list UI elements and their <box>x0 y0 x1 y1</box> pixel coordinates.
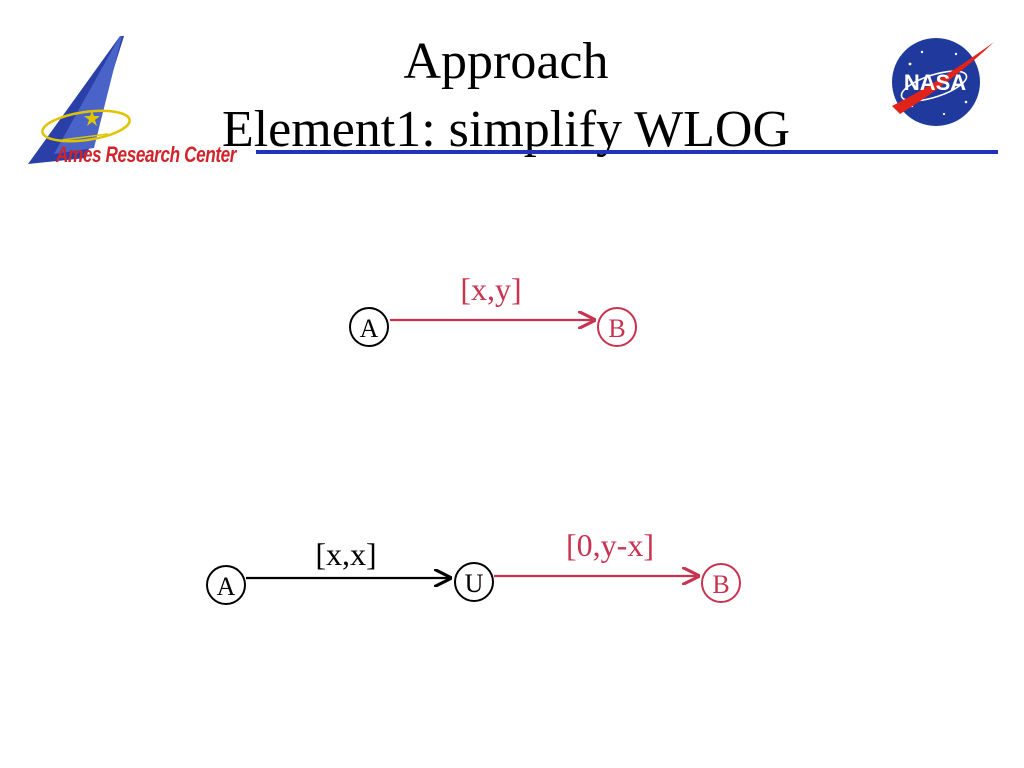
node-label-b-bottom: B <box>712 570 729 599</box>
node-b-bottom: B <box>701 563 741 603</box>
title-rule <box>256 150 998 154</box>
node-b-top: B <box>597 307 637 347</box>
nasa-icon: NASA <box>892 38 994 126</box>
edge-label-a-u: [x,x] <box>315 536 376 572</box>
node-u-bottom: U <box>454 562 494 602</box>
ames-rocket-icon <box>28 36 131 164</box>
node-label-a-top: A <box>360 314 379 343</box>
nasa-meatball-logo: NASA <box>886 36 998 128</box>
node-label-a-bottom: A <box>217 572 236 601</box>
node-a-top: A <box>349 307 389 347</box>
top-graph: [x,y] A B <box>349 271 637 347</box>
node-label-u-bottom: U <box>465 569 484 598</box>
slide-title-line2: Element1: simplify WLOG <box>221 101 791 158</box>
edge-label-a-b: [x,y] <box>460 271 521 307</box>
ames-logo-text: Ames Research Center <box>56 142 237 167</box>
nasa-logo-text: NASA <box>904 70 966 95</box>
edge-label-u-b: [0,y-x] <box>566 527 654 563</box>
node-label-b-top: B <box>608 314 625 343</box>
bottom-graph: [x,x] [0,y-x] A U B <box>206 527 741 605</box>
node-a-bottom: A <box>206 565 246 605</box>
ames-research-center-logo <box>24 30 254 175</box>
slide-title-line1: Approach <box>403 33 609 90</box>
